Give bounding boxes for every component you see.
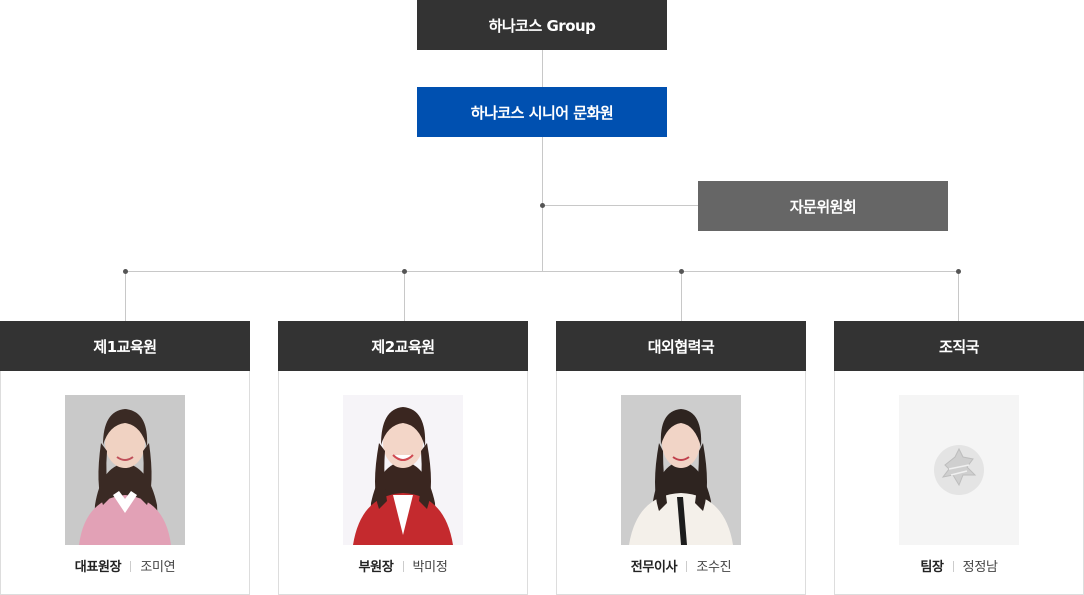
dept-title: 제2교육원 (278, 321, 528, 371)
junction-dot-1 (123, 269, 128, 274)
profile-photo (343, 395, 463, 545)
dept-card-4: 조직국 팀장 정정남 (834, 321, 1084, 595)
dept-card-2: 제2교육원 부원장 박미정 (278, 321, 528, 595)
connector-top-main (542, 50, 543, 87)
dept-title: 대외협력국 (556, 321, 806, 371)
caption-divider (402, 561, 404, 572)
junction-dot-4 (956, 269, 961, 274)
profile-photo (65, 395, 185, 545)
staff-name: 정정남 (962, 560, 998, 575)
connector-horizontal (125, 271, 959, 272)
caption-divider (686, 561, 688, 572)
connector-dept-4 (958, 271, 959, 321)
junction-dot-2 (402, 269, 407, 274)
junction-dot-3 (679, 269, 684, 274)
caption-divider (130, 561, 132, 572)
junction-dot-advisory (540, 203, 545, 208)
staff-caption: 부원장 박미정 (279, 556, 527, 575)
main-org-box: 하나코스 시니어 문화원 (417, 87, 667, 137)
group-box: 하나코스 Group (417, 0, 667, 50)
staff-role: 팀장 (920, 560, 944, 575)
dept-card-1: 제1교육원 대표원장 조미연 (0, 321, 250, 595)
connector-advisory (542, 205, 698, 206)
staff-role: 전무이사 (630, 560, 678, 575)
dept-card-3: 대외협력국 전무이사 조수진 (556, 321, 806, 595)
profile-photo (621, 395, 741, 545)
staff-name: 박미정 (412, 560, 448, 575)
connector-dept-2 (404, 271, 405, 321)
staff-caption: 대표원장 조미연 (1, 556, 249, 575)
staff-name: 조수진 (696, 560, 732, 575)
dept-title: 조직국 (834, 321, 1084, 371)
staff-role: 대표원장 (74, 560, 122, 575)
staff-caption: 팀장 정정남 (835, 556, 1083, 575)
placeholder-photo (899, 395, 1019, 545)
advisory-committee-box: 자문위원회 (698, 181, 948, 231)
connector-dept-1 (125, 271, 126, 321)
caption-divider (952, 561, 954, 572)
staff-role: 부원장 (358, 560, 394, 575)
staff-name: 조미연 (140, 560, 176, 575)
connector-dept-3 (681, 271, 682, 321)
dept-title: 제1교육원 (0, 321, 250, 371)
staff-caption: 전무이사 조수진 (557, 556, 805, 575)
